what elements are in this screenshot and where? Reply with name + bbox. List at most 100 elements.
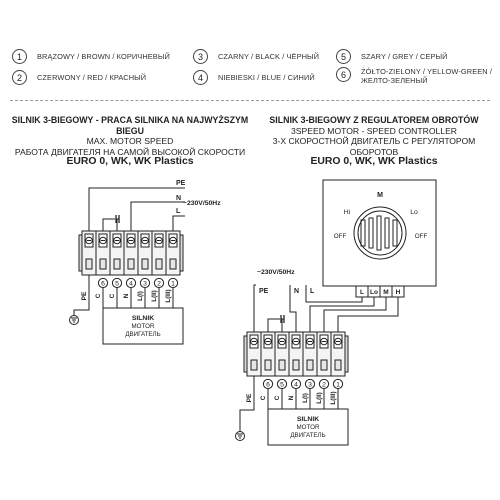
terminal-number-ring (290, 378, 302, 390)
terminal-number-ring (276, 378, 288, 390)
capacitor-wire (102, 218, 115, 231)
terminal-number-ring (167, 277, 179, 289)
pe-label: PE (176, 180, 186, 187)
controller-terminal-label: M (383, 289, 388, 296)
wire-label: C (109, 293, 116, 298)
separator-line (10, 100, 490, 101)
neutral-wire (289, 296, 297, 332)
contact-icon (169, 258, 177, 270)
knob-ridge (384, 217, 390, 249)
contact-icon (141, 258, 149, 270)
terminal-number: 3 (143, 280, 147, 287)
terminal-number: 3 (308, 381, 312, 388)
wire-label-pe: PE (81, 291, 88, 300)
legend-number: 4 (193, 69, 208, 85)
supply-voltage-label: ~230V/50Hz (257, 269, 295, 276)
contact-icon (334, 359, 342, 371)
legend-text: SZARY / GREY / СЕРЫЙ (361, 51, 448, 61)
terminal-number-ring (304, 378, 316, 390)
controller-terminal-label: Lo (370, 289, 378, 296)
terminal-number-ring (318, 378, 330, 390)
ground-icon (69, 315, 79, 325)
controller-mark-off: OFF (334, 233, 347, 240)
motor-label: ДВИГАТЕЛЬ (290, 432, 325, 439)
wire-label: C (260, 395, 267, 400)
right-heading-en: 3SPEED MOTOR - SPEED CONTROLLER (290, 125, 458, 136)
supply-voltage-label: ~230V/50Hz (183, 200, 221, 207)
legend-item-4: 4 NIEBIESKI / BLUE / СИНИЙ (193, 67, 315, 87)
legend-text: CZERWONY / RED / КРАСНЫЙ (37, 72, 147, 82)
knob-ridge (360, 219, 366, 247)
wire-label: N (288, 395, 295, 400)
contact-icon (292, 359, 300, 371)
terminal-number: 5 (280, 381, 284, 388)
legend-number: 3 (193, 48, 208, 64)
contact-icon (85, 258, 93, 270)
terminal-number-ring (125, 277, 137, 289)
terminal-number: 2 (322, 381, 326, 388)
legend-item-2: 2 CZERWONY / RED / КРАСНЫЙ (12, 67, 146, 87)
legend-text: CZARNY / BLACK / ЧЁРНЫЙ (218, 51, 320, 61)
terminal-number: 1 (171, 280, 175, 287)
contact-icon (250, 359, 258, 371)
wire-label: N (123, 293, 130, 298)
contact-icon (127, 258, 135, 270)
motor-label: MOTOR (297, 424, 320, 431)
capacitor-wire (267, 318, 280, 332)
controller-mark-hi: Hi (344, 209, 351, 216)
controller-mark-off: OFF (415, 233, 428, 240)
ground-icon (235, 431, 245, 441)
terminal-number: 6 (101, 280, 105, 287)
motor-box (267, 408, 349, 446)
terminal-block (78, 230, 184, 276)
terminal-number: 5 (115, 280, 119, 287)
right-heading-title: SILNIK 3-BIEGOWY Z REGULATOREM OBROTÓW (269, 115, 479, 125)
contact-icon (264, 359, 272, 371)
terminal-number-ring (97, 277, 109, 289)
terminal-number-ring (139, 277, 151, 289)
knob-ridge (376, 215, 382, 251)
controller-mark-lo: Lo (410, 209, 418, 216)
left-heading-models: EURO 0, WK, WK Plastics (66, 156, 194, 167)
legend-item-1: 1 BRĄZOWY / BROWN / КОРИЧНЕВЫЙ (12, 46, 170, 66)
legend-text: BRĄZOWY / BROWN / КОРИЧНЕВЫЙ (37, 51, 170, 61)
motor-label: SILNIK (132, 315, 154, 322)
legend-number: 5 (336, 48, 351, 64)
neutral-label: N (176, 195, 181, 202)
speed-wire-low (309, 297, 375, 332)
terminal-number-ring (111, 277, 123, 289)
terminal-end-cap (78, 234, 83, 272)
legend-item-6: 6 ŻÓŁTO-ZIELONY / YELLOW-GREEN / ЖЕЛТО-З… (336, 67, 496, 97)
legend-item-3: 3 CZARNY / BLACK / ЧЁРНЫЙ (193, 46, 319, 66)
legend-number: 2 (12, 69, 27, 85)
terminal-number-ring (332, 378, 344, 390)
speed-wire-high (337, 297, 399, 332)
neutral-wire (130, 201, 185, 231)
capacitor-wire (281, 318, 284, 332)
controller-terminal-label: L (360, 289, 364, 296)
line-wire (172, 215, 185, 231)
wire-label-pe: PE (246, 393, 253, 402)
terminal-number: 4 (294, 381, 298, 388)
contact-icon (155, 258, 163, 270)
wire-label: L(III) (330, 391, 337, 404)
contact-icon (278, 359, 286, 371)
line-label: L (176, 208, 181, 215)
line-label: L (310, 288, 315, 295)
left-heading: SILNIK 3-BIEGOWY - PRACA SILNIKA NA NAJW… (0, 115, 260, 168)
terminal-end-cap (179, 234, 184, 272)
contact-icon (99, 258, 107, 270)
motor-box (102, 307, 184, 345)
motor-label: MOTOR (132, 323, 155, 330)
wire-label: C (95, 293, 102, 298)
left-heading-ru: РАБОТА ДВИГАТЕЛЯ НА САМОЙ ВЫСОКОЙ СКОРОС… (14, 146, 246, 157)
wire-label: L(II) (151, 290, 158, 302)
pe-wire (253, 284, 256, 332)
terminal-end-cap (243, 335, 248, 373)
motor-label: SILNIK (297, 416, 319, 423)
speed-wire-mid (323, 297, 387, 332)
contact-icon (113, 258, 121, 270)
